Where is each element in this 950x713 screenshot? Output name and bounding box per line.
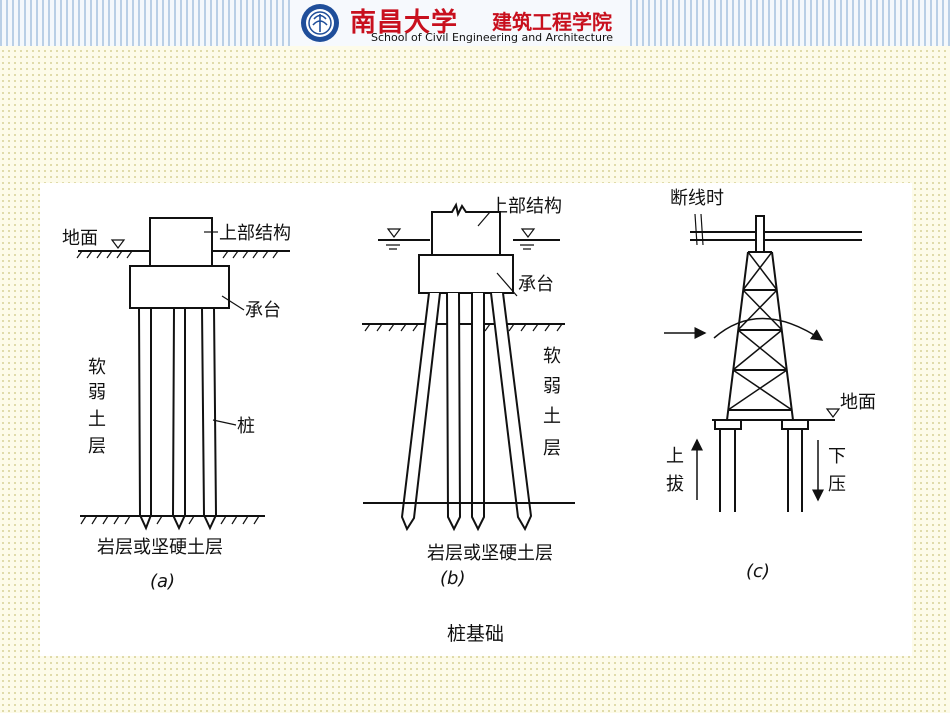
- university-name: 南昌大学: [350, 8, 459, 38]
- footing-left: [714, 419, 742, 430]
- label-cap-a: 承台: [245, 300, 281, 321]
- label-soft-b-1: 软: [543, 346, 561, 367]
- school-name-en: School of Civil Engineering and Architec…: [371, 31, 613, 44]
- label-soft-b-2: 弱: [543, 376, 561, 397]
- superstructure-a: [149, 217, 213, 267]
- label-soft-a-2: 弱: [88, 382, 106, 403]
- header-stripe-right: [630, 0, 950, 46]
- seabed-hatch-b: [364, 323, 563, 332]
- label-compress-c-1: 下: [828, 446, 846, 467]
- header-banner: 南昌大学 建筑工程学院 School of Civil Engineering …: [0, 0, 950, 46]
- label-ground-a: 地面: [62, 228, 98, 249]
- pile-a-3: [201, 307, 218, 531]
- tower-frame: [726, 251, 794, 421]
- header-stripe-left: [0, 0, 290, 46]
- pile-a-1: [138, 307, 152, 531]
- figure-title: 桩基础: [447, 623, 504, 645]
- label-soft-a-3: 土: [88, 409, 106, 430]
- label-ground-c: 地面: [840, 392, 876, 413]
- water-symbol-b-left: [386, 228, 402, 250]
- pile-cap-a: [129, 265, 230, 309]
- label-soft-b-4: 层: [543, 438, 561, 459]
- water-symbol-b-right: [520, 228, 536, 250]
- pile-cap-b: [418, 254, 514, 294]
- caption-c: (c): [746, 561, 770, 582]
- pile-a-2: [171, 307, 186, 531]
- footing-right: [781, 419, 809, 430]
- pile-b-4: [490, 292, 533, 532]
- wire-break-mark: [694, 213, 704, 246]
- water-level-symbol-a: [110, 239, 126, 249]
- label-bearing-a: 岩层或坚硬土层: [97, 537, 223, 558]
- superstructure-b: [431, 202, 501, 255]
- label-superstructure-b: 上部结构: [490, 196, 562, 217]
- leader-pile-a: [212, 419, 237, 426]
- label-soft-a-1: 软: [88, 357, 106, 378]
- ground-hatch-c: [825, 408, 841, 418]
- university-seal-icon: [301, 4, 339, 42]
- tower-mast: [755, 215, 765, 253]
- label-pile-a: 桩: [237, 416, 255, 437]
- header-center: [290, 0, 630, 46]
- figure-c: [664, 213, 862, 512]
- label-soft-a-4: 层: [88, 436, 106, 457]
- moment-arc: [713, 317, 824, 341]
- ground-hatch-a: [76, 250, 279, 259]
- label-wire-break-c: 断线时: [670, 188, 724, 209]
- pile-b-3: [471, 293, 485, 532]
- leader-superstructure-b: [477, 211, 491, 227]
- leader-cap-a: [221, 295, 245, 311]
- labels: 地面 上部结构 承台 软 弱 土 层 桩 岩层或坚硬土层 (a) 上部结构 承台…: [62, 188, 876, 645]
- tower-bracing: [727, 251, 793, 411]
- figure-a: [76, 217, 290, 531]
- figure-b: [362, 202, 575, 532]
- label-compress-c-2: 压: [828, 474, 846, 495]
- pile-b-1: [400, 292, 441, 532]
- school-name-cn: 建筑工程学院: [492, 10, 612, 34]
- label-soft-b-3: 土: [543, 406, 561, 427]
- label-superstructure-a: 上部结构: [219, 223, 291, 244]
- bearing-hatch-a: [80, 515, 260, 525]
- caption-a: (a): [150, 571, 175, 592]
- caption-b: (b): [440, 568, 465, 589]
- label-uplift-c-1: 上: [666, 446, 684, 467]
- label-cap-b: 承台: [518, 274, 554, 295]
- label-uplift-c-2: 拔: [666, 474, 684, 495]
- label-bearing-b: 岩层或坚硬土层: [427, 543, 553, 564]
- pile-b-2: [446, 292, 462, 532]
- leader-cap-b: [496, 272, 518, 297]
